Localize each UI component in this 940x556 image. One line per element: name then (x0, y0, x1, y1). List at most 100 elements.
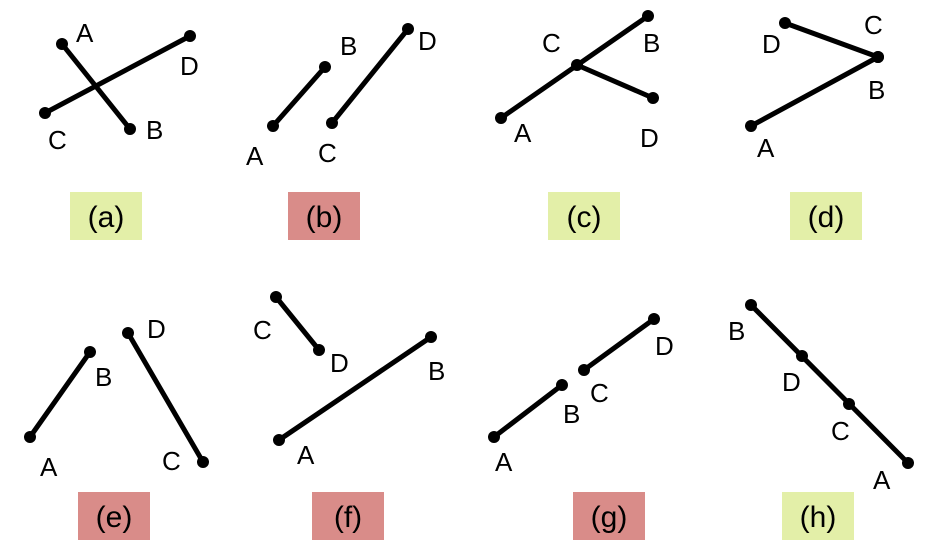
point-label-a-B: B (146, 115, 163, 145)
segment-c-CD (574, 62, 656, 101)
point-a-C (39, 107, 51, 119)
point-a-A (56, 38, 68, 50)
point-label-c-A: A (514, 118, 532, 148)
segment-b-AB (270, 64, 328, 129)
caption-box-f (312, 492, 384, 540)
point-f-D (313, 344, 325, 356)
point-b-A (267, 120, 279, 132)
segment-e-CD (125, 330, 206, 465)
panel-h: (h) A B CD (728, 299, 914, 540)
point-c-C (571, 59, 583, 71)
point-label-c-B: B (643, 28, 660, 58)
caption-label-b: (b) (306, 201, 343, 234)
point-label-b-C: C (318, 138, 337, 168)
point-b-C (326, 117, 338, 129)
point-label-g-D: D (655, 331, 674, 361)
caption-label-h: (h) (800, 501, 837, 534)
point-g-A (488, 431, 500, 443)
caption-label-c: (c) (567, 201, 602, 234)
panel-e: (e) A B C D (24, 314, 209, 540)
panel-d: (d) A B C D (745, 10, 885, 240)
point-g-C (578, 364, 590, 376)
caption-box-d (790, 192, 862, 240)
point-f-B (425, 331, 437, 343)
point-label-h-B: B (728, 316, 745, 346)
segment-d-DC (782, 20, 881, 60)
point-label-d-A: A (757, 133, 775, 163)
segment-b-CD (329, 26, 411, 126)
point-label-e-A: A (40, 452, 58, 482)
point-c-B (642, 10, 654, 22)
point-a-B (124, 123, 136, 135)
point-label-g-A: A (495, 447, 513, 477)
point-a-D (184, 30, 196, 42)
point-label-d-B: B (868, 75, 885, 105)
point-g-B (556, 379, 568, 391)
segment-g-AB (491, 382, 565, 440)
point-e-C (197, 456, 209, 468)
point-e-A (24, 431, 36, 443)
panel-a: (a) A B C D (39, 18, 199, 240)
panel-c: (c) A B C D (495, 10, 660, 240)
point-label-d-C: C (864, 10, 883, 40)
point-label-e-C: C (162, 446, 181, 476)
caption-box-c (548, 192, 620, 240)
point-c-A (495, 112, 507, 124)
panel-b: (b) A B C D (246, 23, 437, 240)
point-b-D (402, 23, 414, 35)
point-h-A (902, 457, 914, 469)
point-label-h-A: A (873, 465, 891, 495)
point-d-D (779, 17, 791, 29)
point-f-C (270, 291, 282, 303)
caption-box-e (78, 492, 150, 540)
caption-label-e: (e) (96, 501, 133, 534)
point-label-h-C: C (831, 416, 850, 446)
point-label-f-B: B (428, 356, 445, 386)
point-d-C (872, 51, 884, 63)
caption-box-b (288, 192, 360, 240)
point-label-f-C: C (253, 315, 272, 345)
caption-box-a (70, 192, 142, 240)
panel-g: (g) A BC D (488, 313, 674, 540)
point-label-f-D: D (330, 348, 349, 378)
point-label-b-A: A (246, 141, 264, 171)
point-label-e-D: D (147, 314, 166, 344)
segment-d-AB (748, 54, 881, 129)
point-e-B (84, 346, 96, 358)
caption-label-d: (d) (808, 201, 845, 234)
point-label-c-D: D (640, 123, 659, 153)
point-g-D (648, 313, 660, 325)
caption-label-g: (g) (591, 501, 628, 534)
segment-h-BA (748, 302, 911, 466)
segment-e-AB (27, 349, 93, 440)
caption-label-f: (f) (334, 501, 362, 534)
panel-f: (f) A B C D (253, 291, 445, 540)
point-label-g-B: B (563, 399, 580, 429)
point-label-d-D: D (762, 29, 781, 59)
point-label-c-C: C (542, 28, 561, 58)
point-label-a-D: D (180, 51, 199, 81)
point-b-B (319, 61, 331, 73)
point-h-C (843, 398, 855, 410)
point-label-e-B: B (95, 362, 112, 392)
caption-label-a: (a) (88, 201, 125, 234)
segment-f-CD (273, 294, 322, 353)
point-label-b-D: D (418, 26, 437, 56)
point-label-f-A: A (297, 440, 315, 470)
point-h-D (796, 350, 808, 362)
point-f-A (273, 434, 285, 446)
caption-box-h (782, 492, 854, 540)
point-label-a-C: C (48, 125, 67, 155)
segment-g-CD (581, 316, 657, 373)
segment-f-AB (276, 334, 434, 443)
point-c-D (647, 92, 659, 104)
point-e-D (122, 327, 134, 339)
caption-box-g (573, 492, 645, 540)
point-label-a-A: A (76, 18, 94, 48)
point-label-h-D: D (782, 367, 801, 397)
point-label-b-B: B (340, 31, 357, 61)
segment-a-CD (42, 33, 193, 116)
point-d-A (745, 120, 757, 132)
point-label-g-C: C (590, 378, 609, 408)
